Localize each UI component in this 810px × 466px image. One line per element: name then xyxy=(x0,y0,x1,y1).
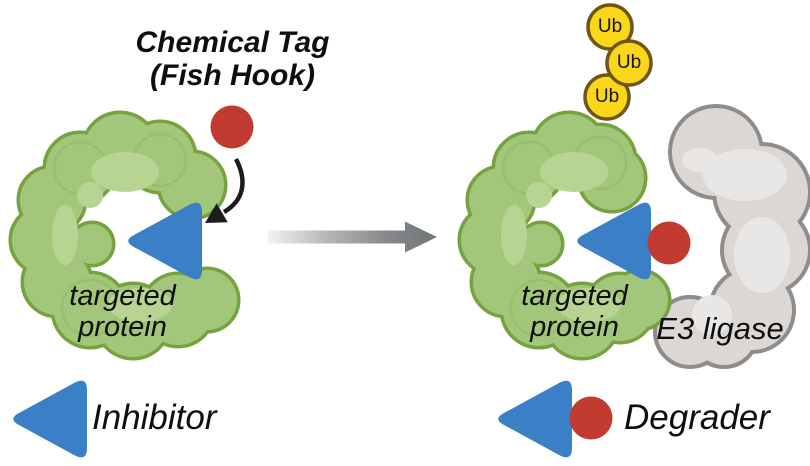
targeted-protein-label-right: targeted protein xyxy=(487,281,662,343)
degrader-legend-circle xyxy=(569,396,613,440)
ub-label-2: Ub xyxy=(616,52,642,73)
targeted-protein-right-line1: targeted xyxy=(521,280,628,312)
inhibitor-legend-triangle xyxy=(13,380,87,458)
e3-ligase-label: E3 ligase xyxy=(656,311,784,346)
e3-highlight-patches xyxy=(682,148,790,335)
tag-binding-arrow xyxy=(205,157,245,223)
chemical-tag-line2: (Fish Hook) xyxy=(150,59,315,92)
ub-circle-3 xyxy=(583,73,631,121)
e3-ligase-blob xyxy=(653,104,810,369)
ub-label-3: Ub xyxy=(594,86,620,107)
ub-circle-2 xyxy=(605,39,653,87)
inhibitor-triangle-left-complex xyxy=(128,202,202,280)
inhibitor-triangle-right-complex xyxy=(577,202,651,280)
targeted-protein-blob-left xyxy=(8,110,241,361)
ub-label-1: Ub xyxy=(597,16,623,37)
chemical-tag-circle xyxy=(210,105,254,149)
targeted-protein-left-line2: protein xyxy=(78,311,167,343)
degrader-legend-triangle xyxy=(498,380,572,458)
targeted-protein-blob-right xyxy=(457,110,672,361)
transition-arrow xyxy=(268,221,437,253)
protein-highlight-patches xyxy=(52,152,172,322)
targeted-protein-right-line2: protein xyxy=(530,311,619,343)
chemical-tag-title: Chemical Tag (Fish Hook) xyxy=(95,26,370,92)
degrader-legend-label: Degrader xyxy=(624,398,770,437)
degrader-tag-circle-complex xyxy=(647,221,691,265)
targeted-protein-left-line1: targeted xyxy=(69,280,176,312)
targeted-protein-label-left: targeted protein xyxy=(35,281,210,343)
ubiquitin-chain xyxy=(583,3,653,121)
inhibitor-legend-label: Inhibitor xyxy=(92,398,217,437)
chemical-tag-line1: Chemical Tag xyxy=(135,26,330,59)
